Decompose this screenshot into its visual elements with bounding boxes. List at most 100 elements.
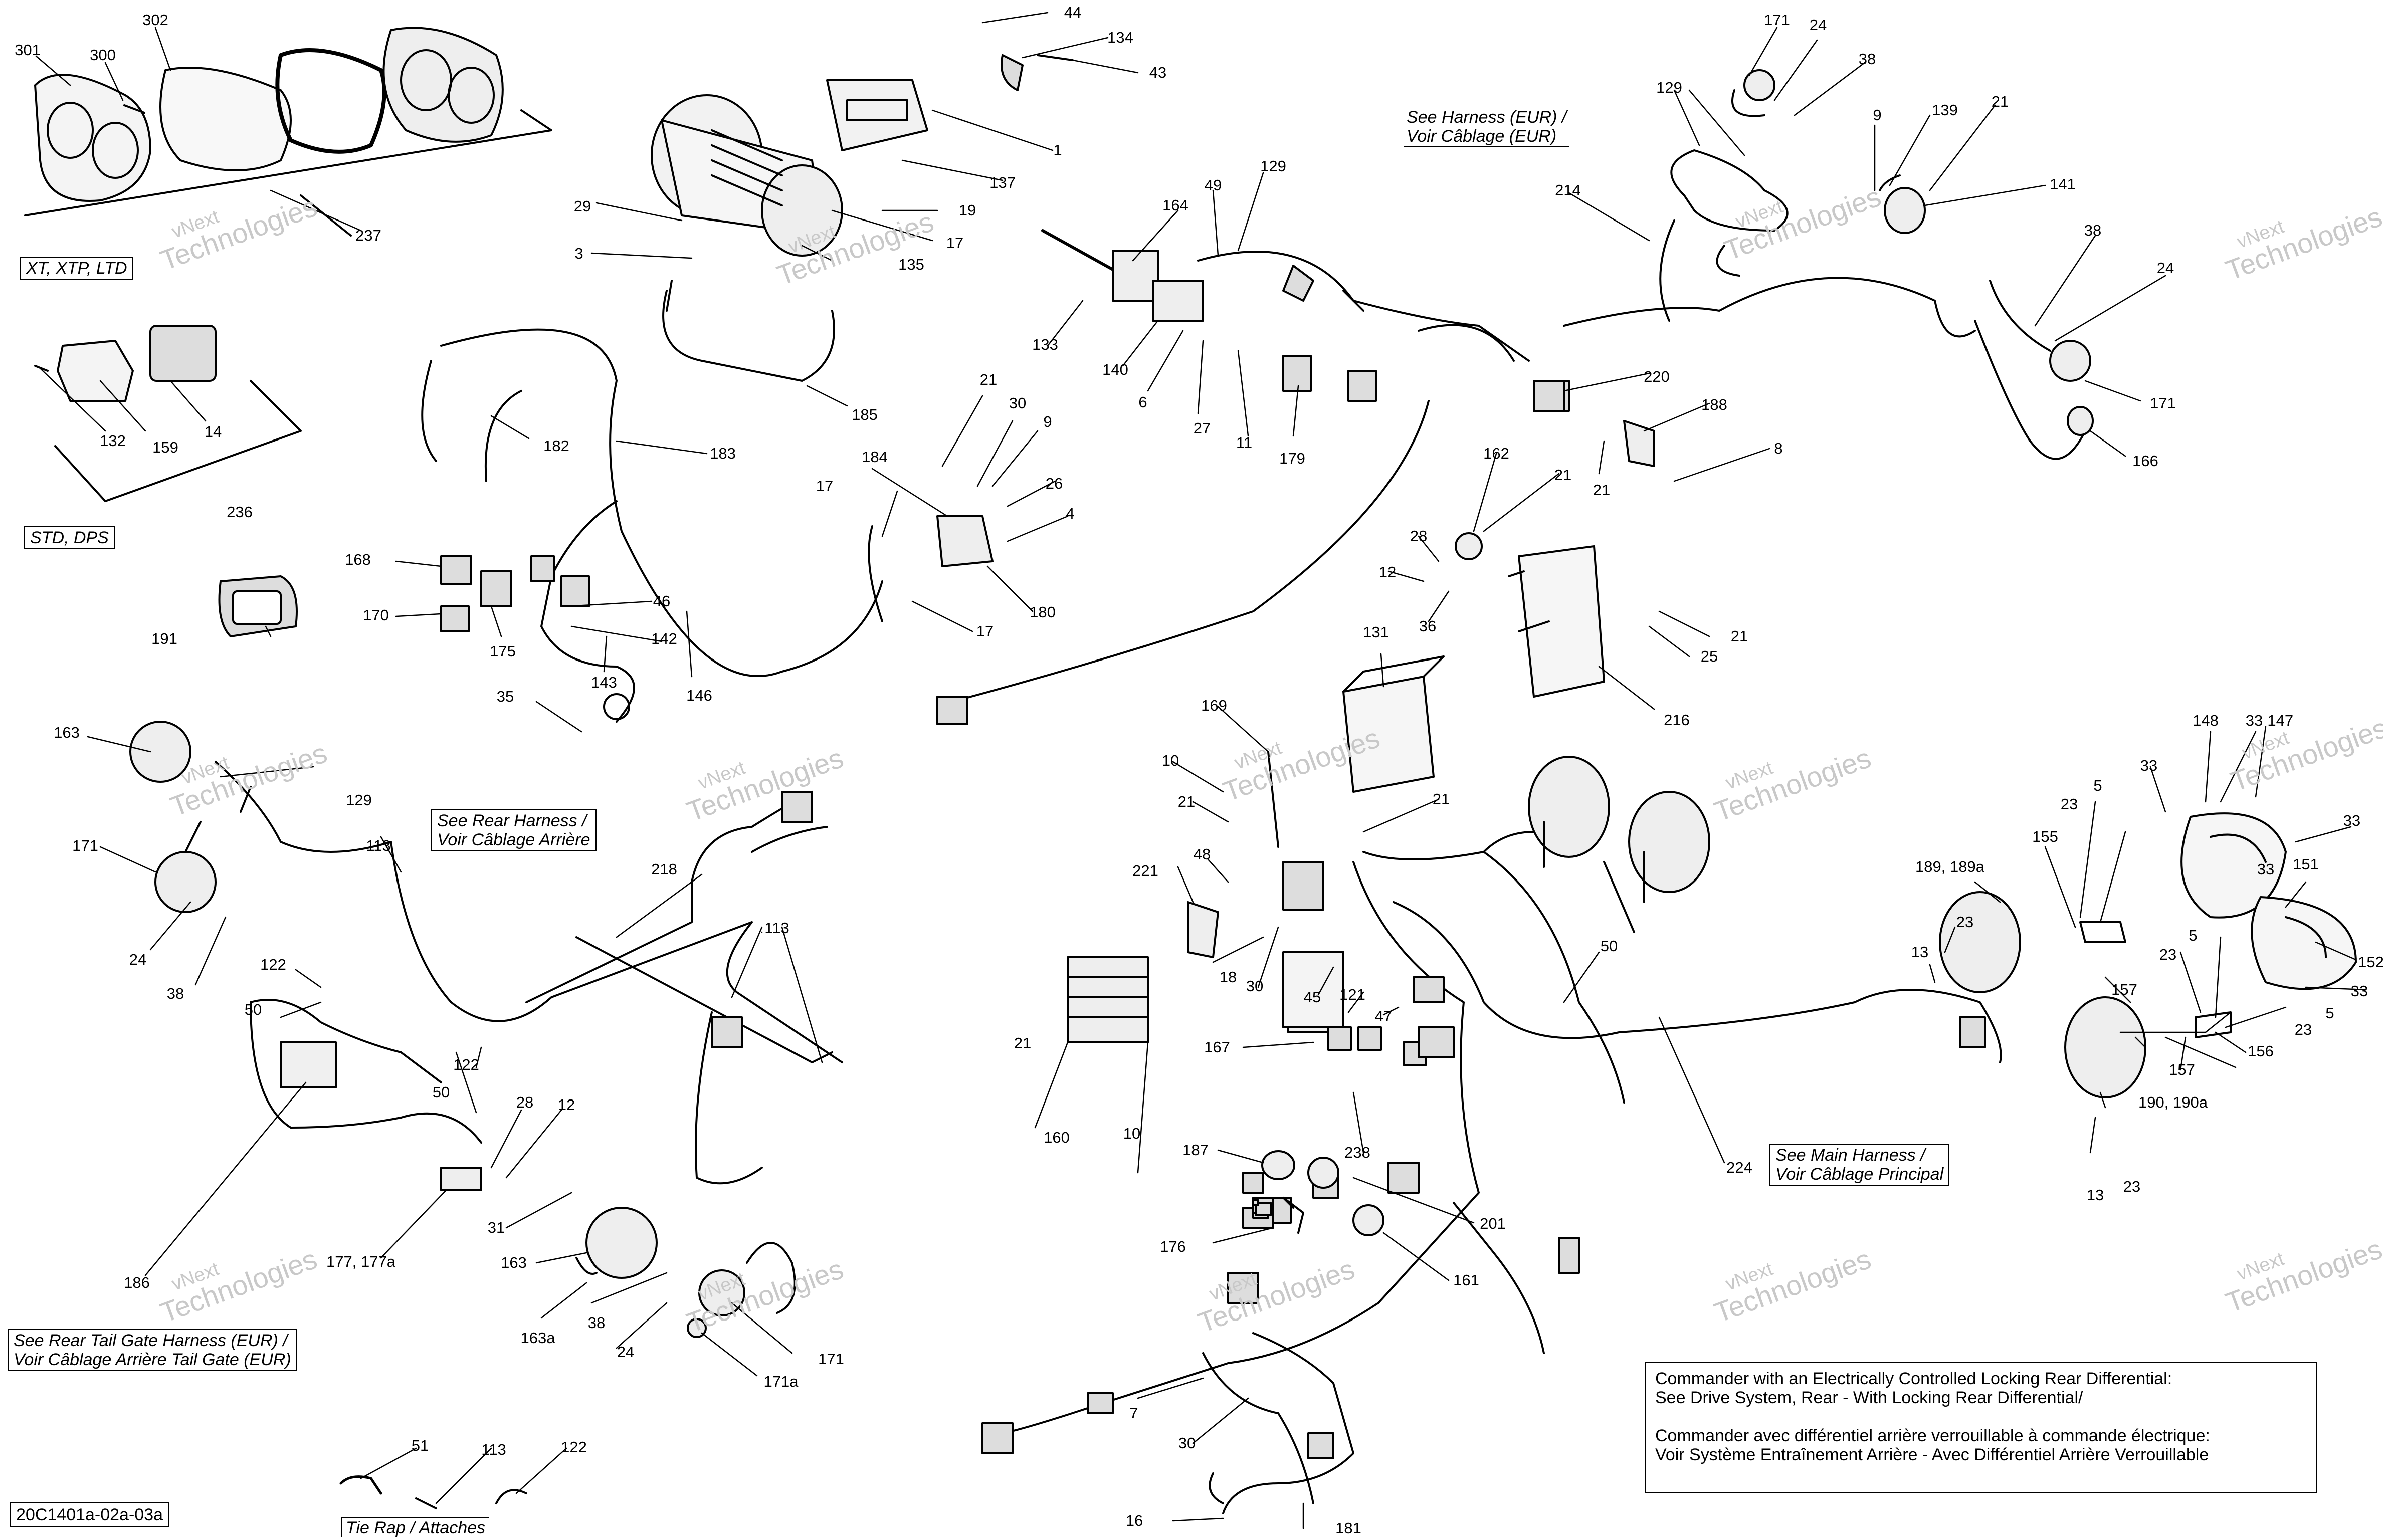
callout-28b[interactable]: 28 — [516, 1093, 534, 1111]
callout-122[interactable]: 122 — [260, 956, 286, 973]
callout-4[interactable]: 4 — [1066, 505, 1075, 522]
callout-179[interactable]: 179 — [1279, 450, 1305, 467]
callout-31[interactable]: 31 — [487, 1219, 505, 1236]
callout-23[interactable]: 23 — [1956, 913, 1974, 931]
callout-6[interactable]: 6 — [1138, 393, 1147, 411]
callout-11[interactable]: 11 — [1236, 434, 1253, 452]
callout-33[interactable]: 33 — [2245, 712, 2263, 729]
callout-9b[interactable]: 9 — [1873, 106, 1882, 124]
callout-238[interactable]: 238 — [1344, 1144, 1370, 1161]
callout-133[interactable]: 133 — [1032, 336, 1058, 353]
callout-43[interactable]: 43 — [1149, 64, 1167, 81]
callout-176[interactable]: 176 — [1160, 1238, 1186, 1255]
callout-35[interactable]: 35 — [496, 688, 514, 705]
callout-12[interactable]: 12 — [1378, 563, 1397, 581]
callout-189[interactable]: 189, 189a — [1915, 858, 1984, 875]
callout-10b[interactable]: 10 — [1123, 1125, 1141, 1142]
callout-14[interactable]: 14 — [204, 423, 222, 441]
callout-168[interactable]: 168 — [345, 551, 371, 568]
callout-214[interactable]: 214 — [1555, 181, 1581, 199]
callout-236[interactable]: 236 — [227, 503, 253, 521]
callout-171b[interactable]: 171 — [2150, 394, 2176, 412]
callout-17[interactable]: 17 — [946, 234, 964, 252]
callout-7[interactable]: 7 — [1129, 1404, 1138, 1422]
callout-134[interactable]: 134 — [1107, 29, 1133, 46]
callout-129b[interactable]: 129 — [1656, 79, 1682, 96]
callout-300[interactable]: 300 — [90, 46, 116, 64]
callout-122b[interactable]: 122 — [453, 1056, 479, 1073]
callout-147[interactable]: 147 — [2267, 712, 2294, 729]
callout-190[interactable]: 190, 190a — [2138, 1093, 2208, 1111]
callout-148[interactable]: 148 — [2193, 712, 2219, 729]
callout-17b[interactable]: 17 — [816, 477, 834, 495]
callout-191[interactable]: 191 — [151, 630, 177, 647]
callout-21f[interactable]: 21 — [1432, 790, 1450, 808]
callout-25[interactable]: 25 — [1700, 647, 1718, 665]
callout-156[interactable]: 156 — [2248, 1042, 2274, 1060]
note-tail-gate[interactable]: See Rear Tail Gate Harness (EUR) / Voir … — [8, 1329, 297, 1371]
callout-184[interactable]: 184 — [862, 448, 888, 466]
callout-122c[interactable]: 122 — [561, 1438, 587, 1456]
callout-146[interactable]: 146 — [686, 687, 712, 704]
callout-24[interactable]: 24 — [1809, 16, 1827, 34]
callout-17c[interactable]: 17 — [976, 622, 994, 640]
callout-152[interactable]: 152 — [2358, 953, 2383, 971]
callout-159[interactable]: 159 — [152, 438, 178, 456]
callout-121[interactable]: 121 — [1339, 986, 1365, 1003]
callout-301[interactable]: 301 — [15, 41, 41, 59]
callout-166[interactable]: 166 — [2132, 452, 2158, 470]
callout-26[interactable]: 26 — [1045, 475, 1063, 492]
callout-23e[interactable]: 23 — [2060, 795, 2078, 813]
callout-21h[interactable]: 21 — [1991, 93, 2009, 110]
callout-129c[interactable]: 129 — [346, 791, 372, 809]
callout-50[interactable]: 50 — [1600, 937, 1618, 955]
callout-47[interactable]: 47 — [1374, 1007, 1393, 1025]
callout-49[interactable]: 49 — [1204, 176, 1222, 194]
callout-50b[interactable]: 50 — [244, 1001, 262, 1018]
callout-38[interactable]: 38 — [1858, 50, 1876, 68]
callout-160[interactable]: 160 — [1044, 1129, 1070, 1146]
callout-33b[interactable]: 33 — [2140, 757, 2158, 774]
callout-163[interactable]: 163 — [54, 724, 80, 741]
callout-183[interactable]: 183 — [710, 445, 736, 462]
note-main-harness[interactable]: See Main Harness / Voir Câblage Principa… — [1769, 1144, 1950, 1186]
callout-38d[interactable]: 38 — [587, 1314, 606, 1332]
callout-5[interactable]: 5 — [2093, 777, 2102, 794]
callout-129[interactable]: 129 — [1260, 157, 1286, 175]
callout-51[interactable]: 51 — [411, 1437, 429, 1454]
callout-33e[interactable]: 33 — [2350, 982, 2368, 1000]
callout-171d[interactable]: 171 — [818, 1350, 844, 1368]
callout-8[interactable]: 8 — [1774, 439, 1783, 457]
callout-142[interactable]: 142 — [651, 630, 677, 647]
callout-48[interactable]: 48 — [1193, 845, 1211, 863]
note-rear-harness[interactable]: See Rear Harness / Voir Câblage Arrière — [431, 809, 597, 851]
callout-155[interactable]: 155 — [2032, 828, 2058, 845]
callout-21g[interactable]: 21 — [1014, 1034, 1032, 1052]
callout-23d[interactable]: 23 — [2123, 1178, 2141, 1195]
callout-140[interactable]: 140 — [1102, 361, 1128, 378]
callout-135[interactable]: 135 — [898, 256, 924, 273]
callout-171[interactable]: 171 — [1764, 11, 1790, 29]
callout-44[interactable]: 44 — [1064, 4, 1082, 21]
callout-186[interactable]: 186 — [124, 1274, 150, 1291]
callout-182[interactable]: 182 — [543, 437, 569, 455]
callout-237[interactable]: 237 — [355, 227, 381, 244]
callout-157[interactable]: 157 — [2111, 981, 2137, 998]
callout-45[interactable]: 45 — [1303, 988, 1321, 1006]
callout-157b[interactable]: 157 — [2169, 1061, 2195, 1078]
callout-224[interactable]: 224 — [1726, 1159, 1752, 1176]
callout-221[interactable]: 221 — [1132, 862, 1158, 879]
callout-24c[interactable]: 24 — [129, 951, 147, 968]
callout-9[interactable]: 9 — [1043, 413, 1052, 430]
callout-24d[interactable]: 24 — [617, 1343, 635, 1361]
callout-187[interactable]: 187 — [1182, 1141, 1209, 1159]
callout-50c[interactable]: 50 — [432, 1083, 450, 1101]
callout-162[interactable]: 162 — [1483, 445, 1509, 462]
callout-23b[interactable]: 23 — [2159, 946, 2177, 963]
callout-216[interactable]: 216 — [1664, 711, 1690, 729]
callout-167[interactable]: 167 — [1204, 1038, 1230, 1056]
callout-21[interactable]: 21 — [979, 371, 998, 388]
callout-30b[interactable]: 30 — [1246, 977, 1264, 995]
callout-141[interactable]: 141 — [2050, 175, 2076, 193]
callout-171a[interactable]: 171a — [763, 1373, 799, 1390]
